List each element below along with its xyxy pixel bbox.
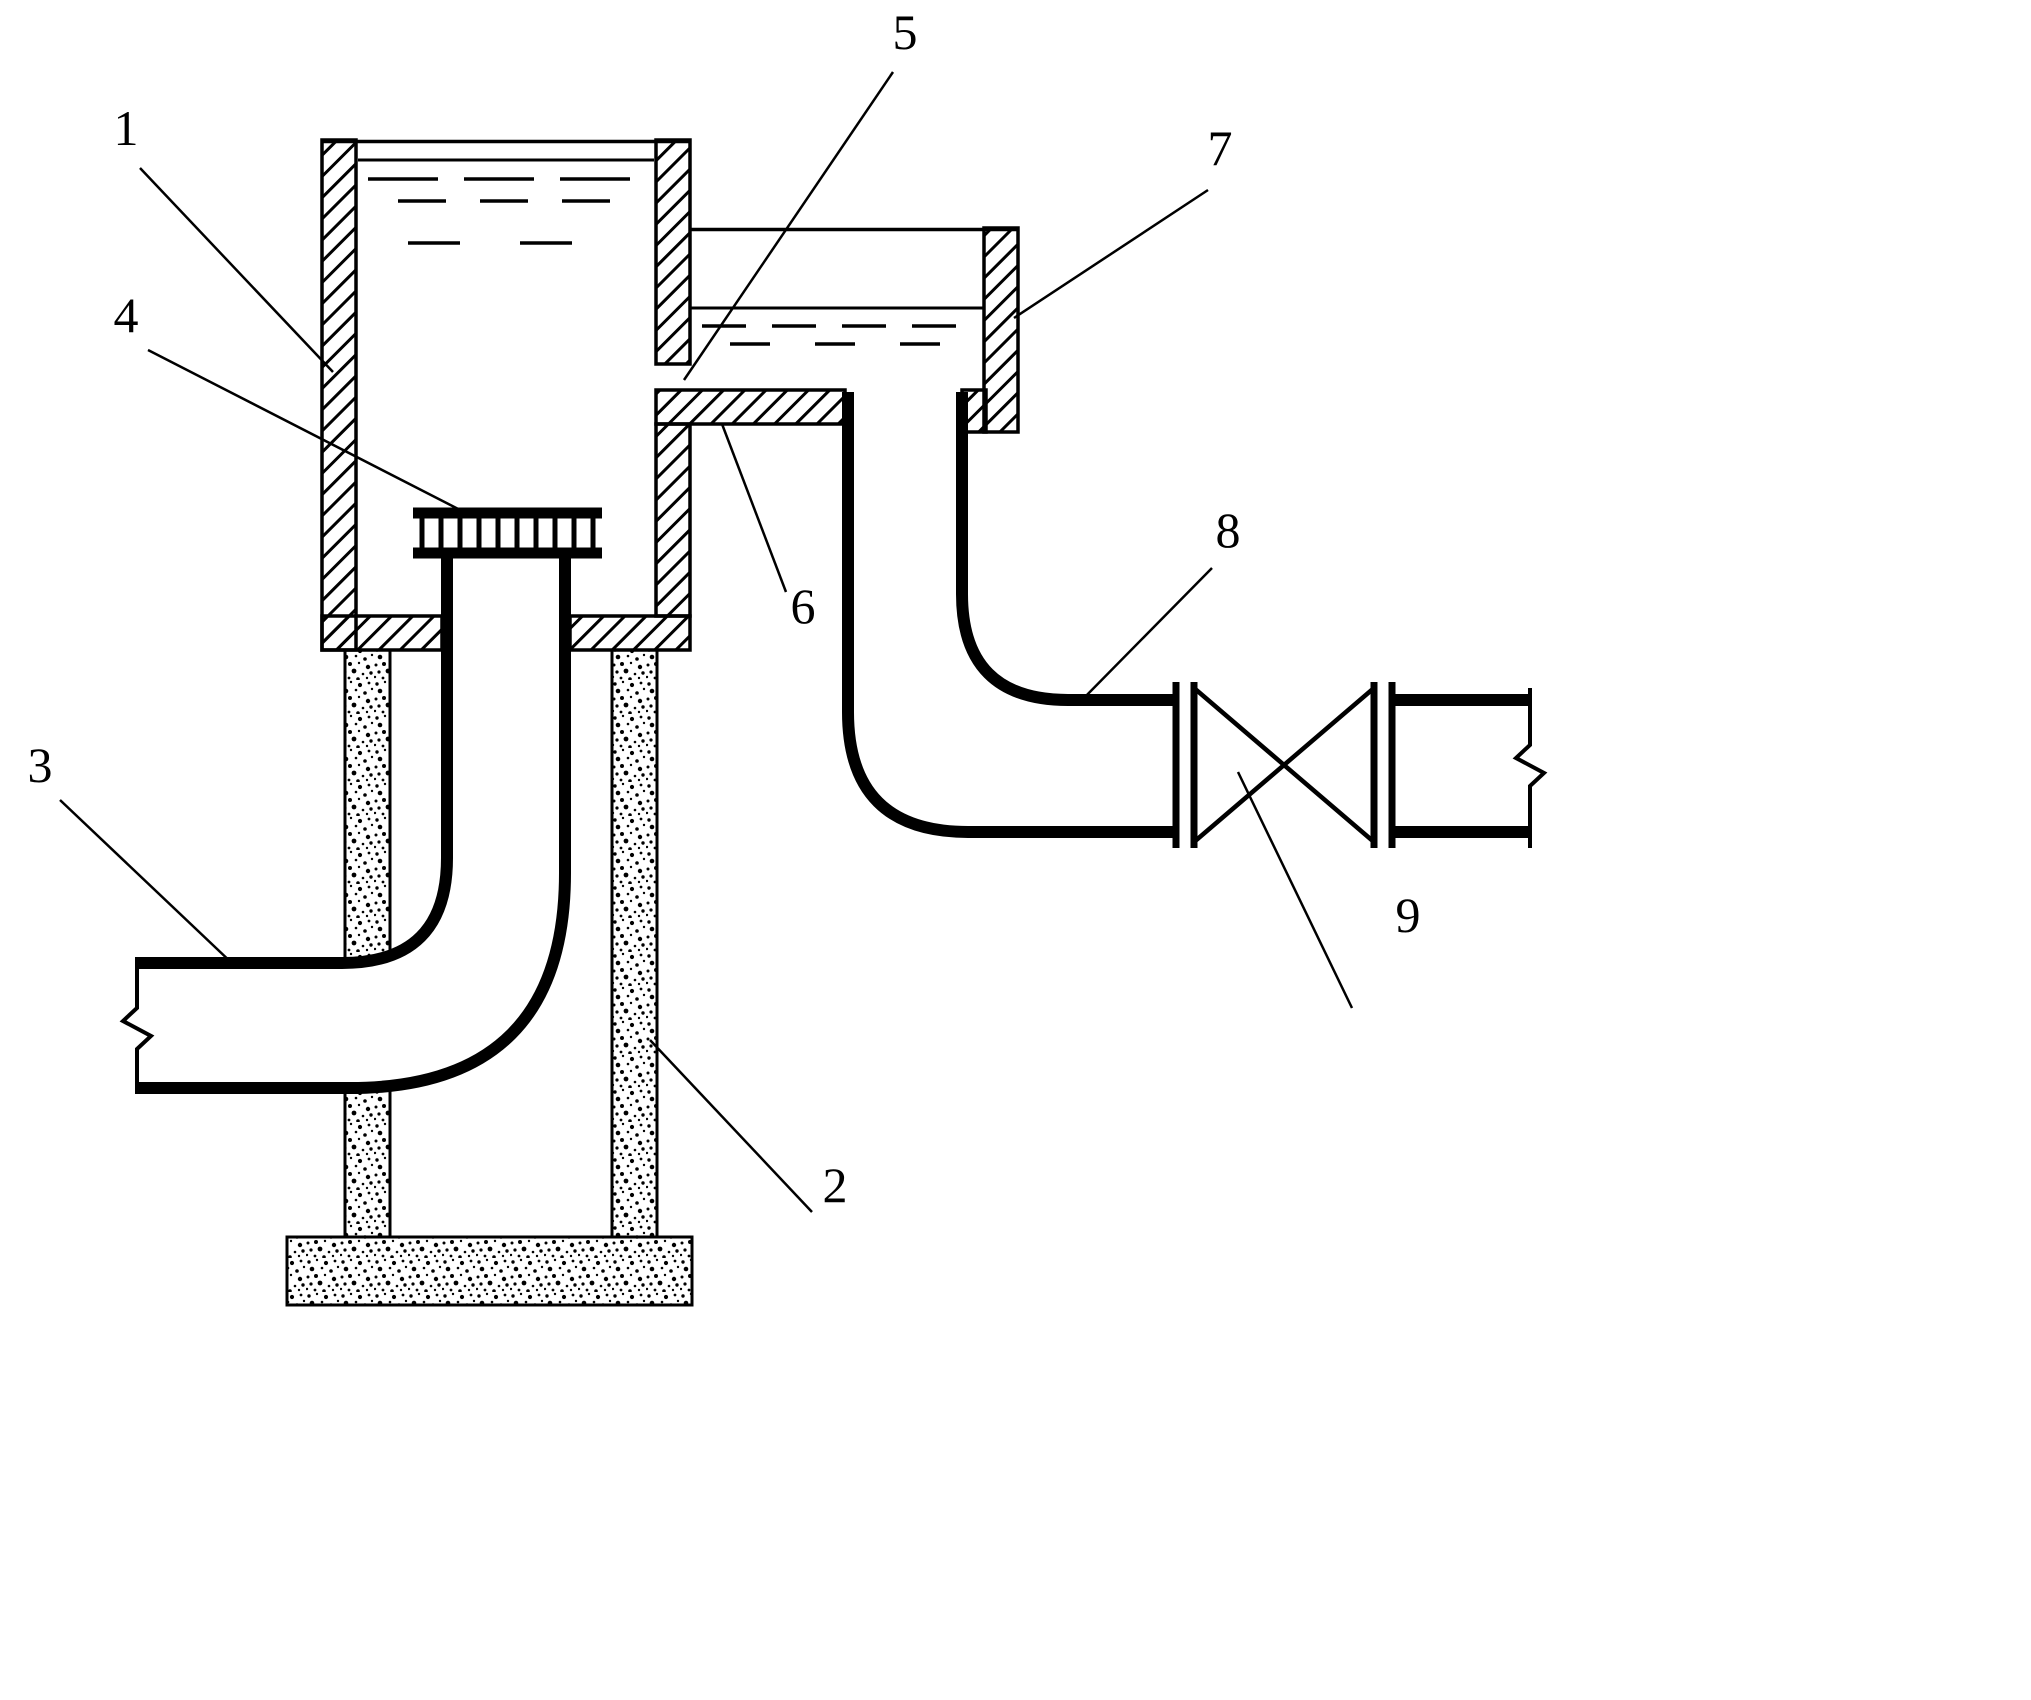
main-tank-bottom-left	[320, 614, 444, 652]
leader-2	[649, 1039, 813, 1213]
valve-flange-right	[1370, 682, 1396, 848]
outlet-pipe-bore	[848, 392, 1530, 832]
callout-8: 8	[1216, 502, 1241, 558]
callout-5: 5	[893, 4, 918, 60]
main-tank-left-wall	[320, 138, 358, 652]
callout-3: 3	[28, 737, 53, 793]
main-tank-right-wall-lower	[654, 422, 692, 618]
outlet-pipe	[842, 392, 1548, 848]
inlet-pipe-top-edge	[137, 553, 453, 969]
valve-flange-left	[1172, 682, 1198, 848]
tank-assembly	[320, 138, 1020, 652]
leader-3	[59, 799, 236, 967]
leader-7	[1013, 188, 1209, 320]
main-tank-right-wall-upper	[654, 138, 692, 366]
callout-labels: 1 2 3 4 5 6 7 8 9	[28, 4, 1421, 1213]
callout-4: 4	[114, 287, 139, 343]
inlet-pipe	[119, 553, 571, 1094]
base-slab	[285, 1235, 694, 1307]
support-leg-left	[343, 648, 392, 1239]
outlet-pipe-inner-edge	[956, 392, 1176, 706]
trough-right-wall	[982, 226, 1020, 434]
water-trough	[690, 306, 984, 346]
callout-1: 1	[114, 100, 139, 156]
main-tank-bottom-right	[568, 614, 692, 652]
trough-floor	[654, 388, 847, 426]
callout-9: 9	[1396, 887, 1421, 943]
leader-4	[147, 348, 469, 516]
inlet-pipe-bottom-edge	[137, 553, 571, 1094]
outlet-pipe-outer-edge	[842, 392, 1176, 838]
leader-6	[720, 423, 788, 593]
leader-8	[1079, 567, 1213, 703]
callout-leaders	[59, 71, 1354, 1213]
riser-cap	[413, 507, 602, 559]
leader-5	[682, 71, 895, 381]
valve-body-icon	[1192, 686, 1376, 844]
water-main-tank	[358, 158, 654, 245]
cap-grille-bars	[419, 513, 596, 553]
supports	[285, 648, 694, 1307]
outlet-pipe-break-symbol	[1512, 688, 1548, 848]
inlet-pipe-bore	[137, 553, 565, 1088]
callout-2: 2	[823, 1157, 848, 1213]
leader-1	[139, 167, 334, 373]
support-leg-right	[610, 648, 659, 1239]
callout-7: 7	[1208, 120, 1233, 176]
valve	[1172, 682, 1396, 848]
leader-9	[1236, 771, 1354, 1009]
inlet-pipe-break-symbol	[119, 957, 155, 1094]
outlet-pipe-after-valve	[1392, 694, 1530, 838]
callout-6: 6	[791, 578, 816, 634]
